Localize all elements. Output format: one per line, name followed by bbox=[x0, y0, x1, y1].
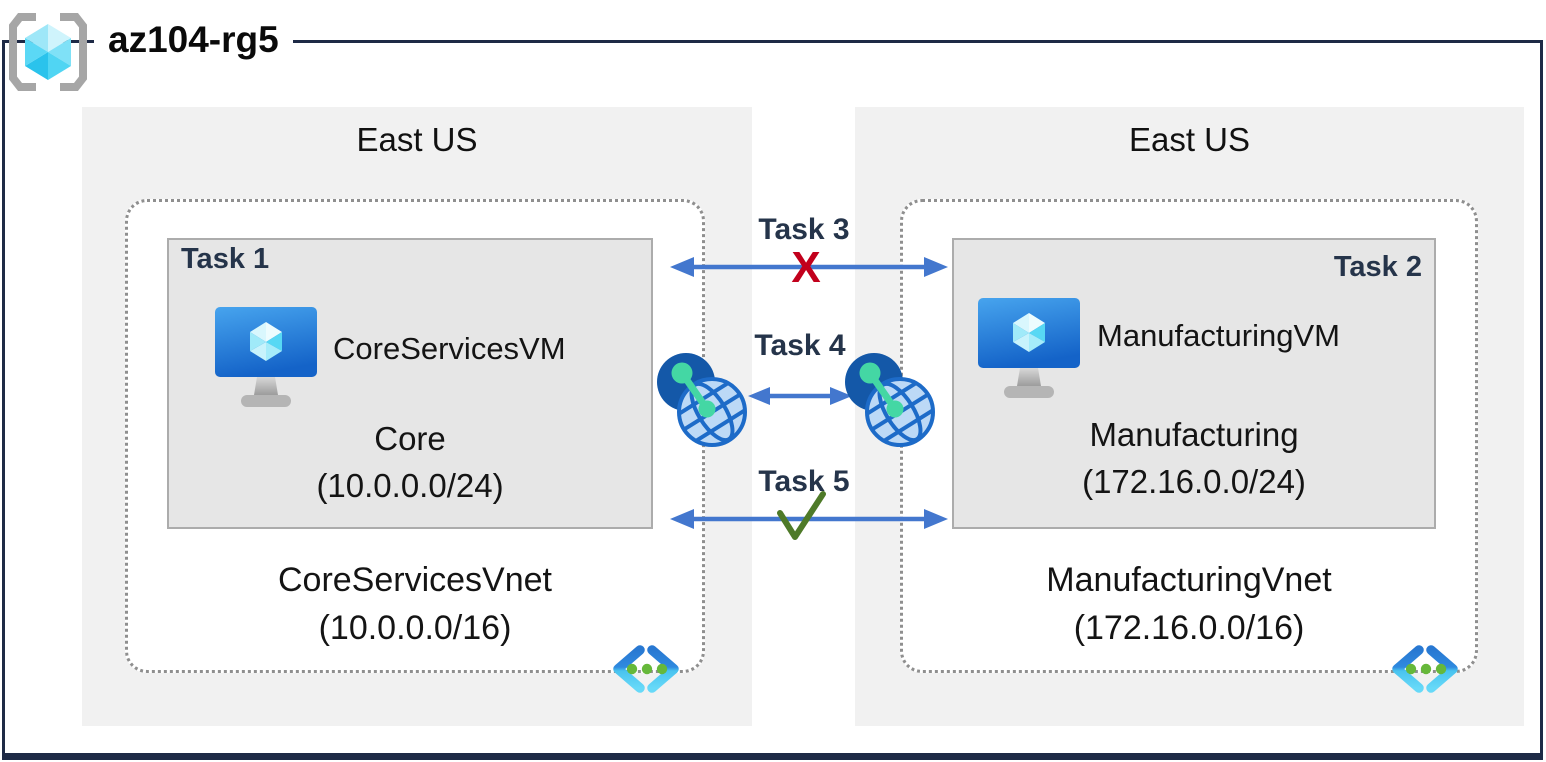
connection-task3-label: Task 3 bbox=[758, 213, 850, 246]
subnet-name-right: Manufacturing bbox=[1089, 416, 1299, 453]
task-box-1 bbox=[167, 238, 653, 529]
virtual-network-icon bbox=[1392, 645, 1458, 693]
subnet-name-left: Core bbox=[374, 420, 446, 457]
resource-group-icon bbox=[9, 13, 87, 91]
resource-group-frame bbox=[2, 40, 1543, 760]
virtual-network-icon bbox=[613, 645, 679, 693]
page-title: az104-rg5 bbox=[94, 16, 293, 64]
region-title-right: East US bbox=[1128, 121, 1251, 158]
connection-task5-label: Task 5 bbox=[758, 465, 850, 498]
vnet-cidr-right: (172.16.0.0/16) bbox=[1073, 609, 1305, 647]
subnet-cidr-right: (172.16.0.0/24) bbox=[1082, 463, 1306, 500]
vm-icon bbox=[978, 298, 1080, 398]
connection-task4-label: Task 4 bbox=[754, 329, 846, 362]
vnet-name-left: CoreServicesVnet bbox=[277, 561, 552, 599]
vm-name-left: CoreServicesVM bbox=[333, 331, 566, 366]
x-icon: X bbox=[791, 243, 821, 292]
vm-name-right: ManufacturingVM bbox=[1097, 318, 1340, 353]
task-2-label: Task 2 bbox=[1333, 251, 1422, 283]
subnet-cidr-left: (10.0.0.0/24) bbox=[316, 467, 504, 504]
vnet-name-right: ManufacturingVnet bbox=[1046, 561, 1332, 599]
vm-icon bbox=[215, 307, 317, 407]
region-title-left: East US bbox=[356, 121, 478, 158]
task-1-label: Task 1 bbox=[181, 243, 270, 275]
vnet-cidr-left: (10.0.0.0/16) bbox=[318, 609, 512, 647]
